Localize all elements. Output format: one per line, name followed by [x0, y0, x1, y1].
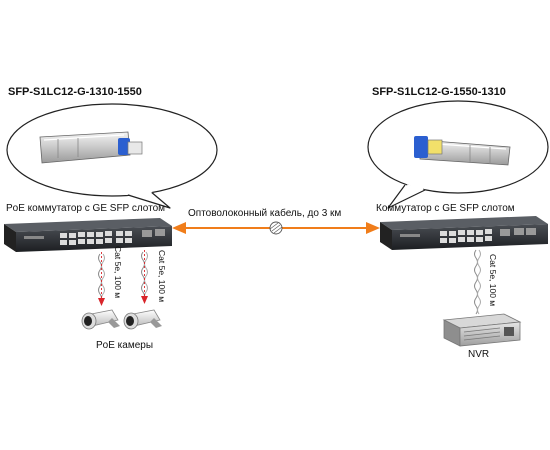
right-switch-label: Коммутатор с GE SFP слотом	[376, 203, 515, 214]
right-sfp-latch	[414, 136, 428, 158]
right-sfp-module	[414, 136, 511, 166]
nvr-cable	[474, 249, 481, 315]
poe-camera-1	[81, 309, 120, 330]
camera1-cable-label: Cat 5e, 100 м	[113, 246, 123, 299]
nvr-device	[442, 313, 522, 347]
left-sfp-module	[39, 131, 143, 164]
cameras-label: PoE камеры	[96, 340, 154, 351]
left-sfp-latch	[118, 138, 130, 155]
camera1-cable	[98, 252, 105, 306]
nvr-cable-label: Cat 5e, 100 м	[488, 254, 498, 307]
camera2-cable-label: Cat 5e, 100 м	[157, 250, 167, 303]
fiber-link-label: Оптоволоконный кабель, до 3 км	[188, 208, 342, 219]
fiber-arrow-left	[172, 222, 186, 234]
camera2-cable	[141, 250, 148, 304]
right-sfp-model-title: SFP-S1LC12-G-1550-1310	[372, 86, 506, 98]
fiber-link	[172, 221, 380, 235]
poe-camera-2	[123, 309, 162, 330]
left-poe-switch	[4, 218, 172, 252]
nvr-label: NVR	[468, 349, 490, 360]
right-ge-switch	[380, 216, 548, 250]
left-sfp-model-title: SFP-S1LC12-G-1310-1550	[8, 86, 142, 98]
fiber-arrow-right	[366, 222, 380, 234]
left-switch-label: PoE коммутатор с GE SFP слотом	[6, 203, 166, 214]
